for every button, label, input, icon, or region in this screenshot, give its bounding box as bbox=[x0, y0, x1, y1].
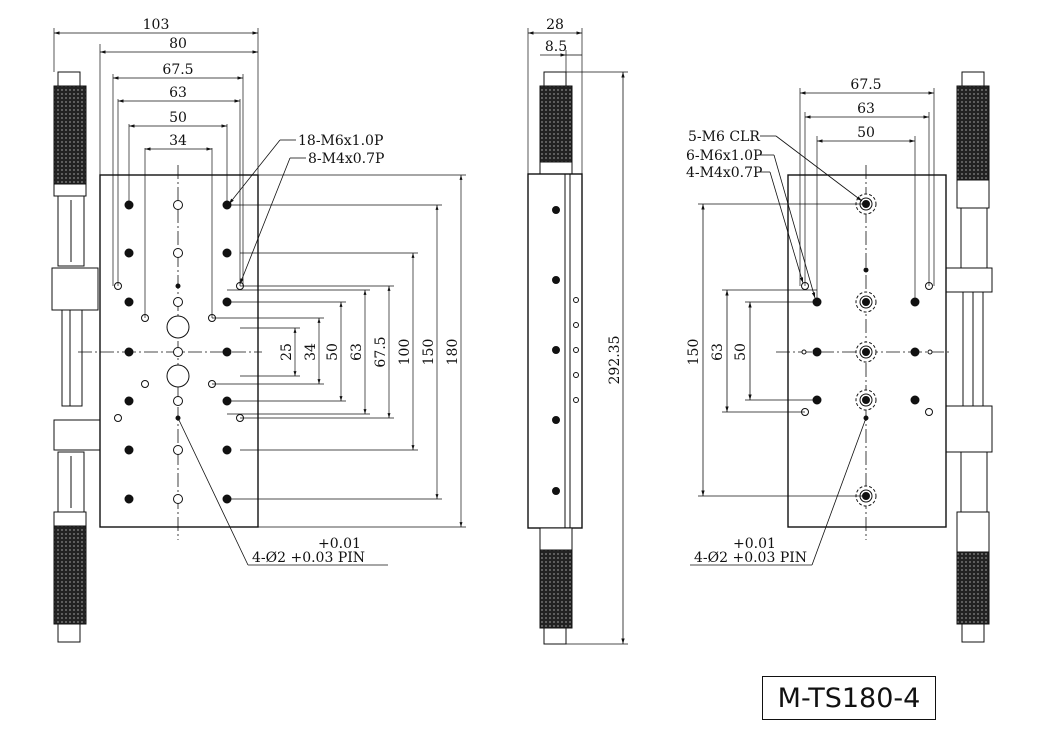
bottom-micrometer bbox=[945, 71, 993, 643]
front-view bbox=[51, 28, 466, 643]
front-dim-50: 50 bbox=[169, 110, 187, 126]
bottom-callout-m6-clr: 5-M6 CLR bbox=[688, 129, 760, 145]
bottom-dim-50-v: 50 bbox=[733, 343, 749, 361]
side-view bbox=[527, 28, 628, 645]
bottom-pin-tol: +0.01 bbox=[733, 536, 776, 552]
front-dim-63: 63 bbox=[169, 85, 187, 101]
bottom-dim-50: 50 bbox=[857, 125, 875, 141]
front-pin-tol: +0.01 bbox=[318, 536, 361, 552]
bottom-view bbox=[690, 71, 993, 643]
front-dim-50-v: 50 bbox=[325, 343, 341, 361]
front-callout-m6: 18-M6x1.0P bbox=[298, 133, 383, 149]
front-pin-label: 4-Ø2 +0.03 PIN bbox=[252, 550, 365, 566]
front-dim-103: 103 bbox=[143, 17, 170, 33]
front-dim-34: 34 bbox=[169, 133, 187, 149]
side-dim-8-5: 8.5 bbox=[545, 39, 567, 55]
front-dim-67-5: 67.5 bbox=[162, 62, 193, 78]
bottom-dim-67-5: 67.5 bbox=[850, 77, 881, 93]
bottom-dim-150: 150 bbox=[686, 339, 702, 366]
front-leaders bbox=[177, 139, 388, 566]
front-dim-63-v: 63 bbox=[349, 343, 365, 361]
front-right-dim-lines bbox=[212, 174, 466, 528]
side-dim-292-35: 292.35 bbox=[607, 336, 623, 385]
bottom-pin-label: 4-Ø2 +0.03 PIN bbox=[694, 550, 807, 566]
front-holes bbox=[124, 200, 232, 504]
bottom-plate bbox=[787, 174, 947, 528]
model-number: M-TS180-4 bbox=[762, 676, 936, 720]
front-dim-67-5-v: 67.5 bbox=[373, 336, 389, 367]
bottom-callout-m4: 4-M4x0.7P bbox=[686, 165, 762, 181]
bottom-callout-m6: 6-M6x1.0P bbox=[686, 148, 762, 164]
front-dim-34-v: 34 bbox=[303, 343, 319, 361]
front-dim-100: 100 bbox=[397, 339, 413, 366]
front-plate bbox=[99, 174, 259, 528]
side-dim-28: 28 bbox=[546, 17, 564, 33]
front-top-dim-lines bbox=[54, 31, 258, 151]
front-dim-25: 25 bbox=[279, 343, 295, 361]
front-dim-80: 80 bbox=[169, 36, 187, 52]
bottom-dim-63: 63 bbox=[857, 101, 875, 117]
bottom-dim-63-v: 63 bbox=[710, 343, 726, 361]
front-dim-150: 150 bbox=[421, 339, 437, 366]
front-callout-m4: 8-M4x0.7P bbox=[308, 151, 384, 167]
front-micrometer bbox=[51, 71, 101, 643]
front-dim-180: 180 bbox=[445, 339, 461, 366]
